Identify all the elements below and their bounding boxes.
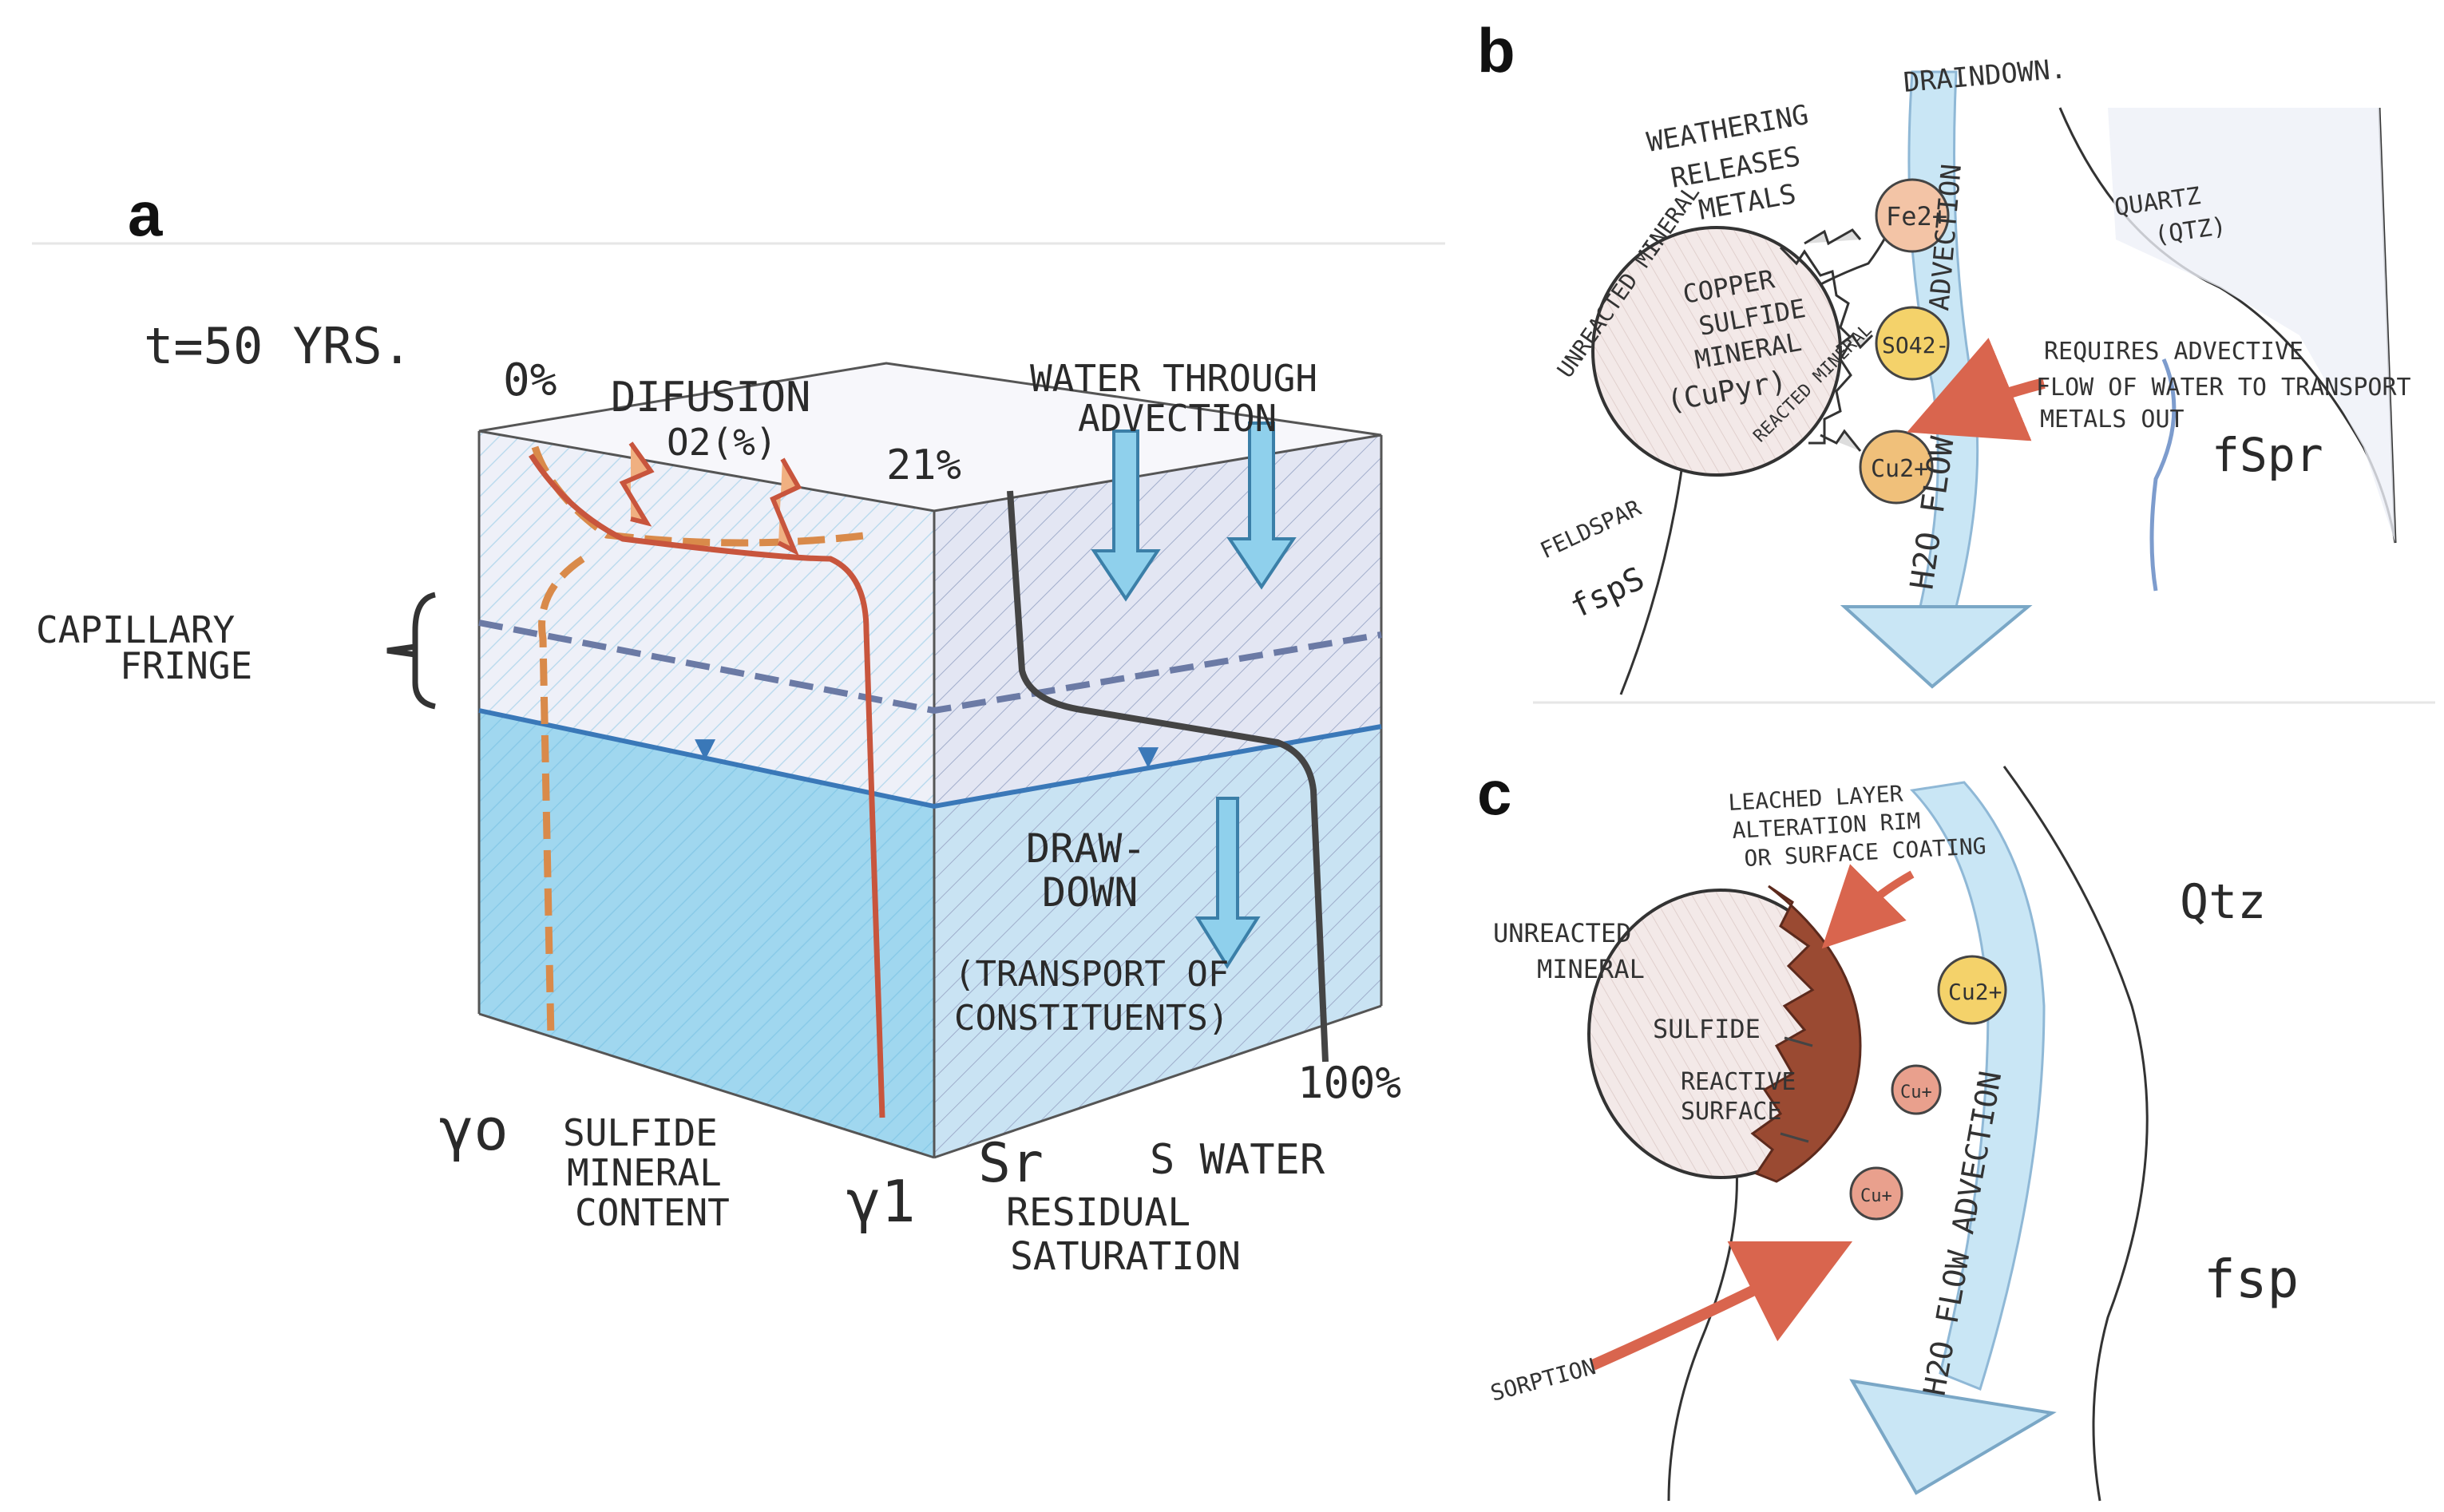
fe-ion-label: Fe2+ — [1886, 201, 1947, 232]
drawdown-arrow — [1194, 797, 1261, 969]
release-arrow-so4 — [1836, 333, 1874, 350]
diffusion-arrow-left — [619, 441, 655, 527]
qtz-label: Qtz — [2180, 874, 2266, 930]
reactive-label-1: REACTIVE — [1681, 1068, 1796, 1096]
drawdown-label-2: DOWN — [1042, 869, 1138, 916]
requires-label-2: FLOW OF WATER TO TRANSPORT — [2036, 374, 2411, 402]
sr-label: Sr — [978, 1132, 1044, 1195]
panel-a: a t=50 YRS. ▼ ▼ — [32, 179, 1445, 1279]
fsp-label: fsp — [2204, 1249, 2299, 1310]
advection-label-1: WATER THROUGH — [1030, 357, 1317, 400]
draindown-label: DRAINDOWN. — [1902, 53, 2067, 99]
feldspar-boundary-c — [1667, 1165, 1738, 1502]
advective-transport-arrow — [1907, 338, 2046, 441]
panel-b-letter: b — [1477, 15, 1515, 85]
capillary-bracket — [386, 592, 436, 710]
panel-c: c Cu2+ Cu+ Cu+ LEACHED LAYER ALTERATION … — [1477, 758, 2299, 1502]
diffusion-title: DIFUSION — [611, 374, 810, 422]
diffusion-arrow-right — [770, 457, 802, 556]
cu-ion-small-label-2: Cu+ — [1860, 1186, 1892, 1206]
gamma1-label: γ1 — [846, 1168, 916, 1235]
cu-ion-small-label-1: Cu+ — [1900, 1083, 1932, 1102]
block-right-hatch — [934, 435, 1381, 1158]
block-edges — [477, 431, 1383, 1159]
water-table-marker-right: ▼ — [1138, 740, 1159, 772]
cu-ion-small-circle-1 — [1891, 1064, 1942, 1115]
unreacted-label-c-1: UNREACTED — [1493, 918, 1631, 948]
residual-label-1: RESIDUAL — [1006, 1190, 1190, 1235]
panel-b: b Fe2+ SO42- Cu2+ DRAINDOWN. WEATHERING … — [1477, 15, 2435, 704]
pct-0-label: 0% — [503, 354, 557, 406]
diffusion-sub: O2(%) — [667, 421, 777, 464]
pct-21-label: 21% — [886, 441, 961, 489]
cu-ion-label-b: Cu2+ — [1871, 455, 1928, 483]
reactive-label-2: SURFACE — [1681, 1098, 1781, 1126]
sulfide-label-3: CONTENT — [575, 1191, 730, 1234]
feldspar-label: FELDSPAR — [1536, 494, 1645, 564]
advection-arrow-2 — [1226, 422, 1297, 590]
panel-a-letter: a — [128, 179, 163, 249]
fsps-label: fspS — [1565, 560, 1650, 626]
pct-100-label: 100% — [1297, 1058, 1401, 1108]
sulfide-label-c: SULFIDE — [1653, 1014, 1761, 1044]
capillary-label-1: CAPILLARY — [36, 608, 235, 651]
reactive-surface-pointer-2 — [1780, 1132, 1809, 1143]
fe-ion-circle — [1875, 178, 1950, 253]
h2o-flow-arrowhead-b — [1840, 605, 2033, 689]
reacted-rim-zigzag — [1779, 246, 1854, 445]
sulfide-label-2: MINERAL — [567, 1151, 722, 1194]
swater-label: S WATER — [1150, 1136, 1325, 1184]
panel-c-letter: c — [1477, 758, 1511, 828]
residual-label-2: SATURATION — [1010, 1234, 1241, 1279]
capillary-fringe-line — [478, 619, 1382, 714]
time-label: t=50 YRS. — [144, 317, 412, 375]
alteration-rim — [1750, 885, 1862, 1183]
requires-label-1: REQUIRES ADVECTIVE — [2044, 338, 2303, 366]
water-saturation-line — [1007, 490, 1329, 1063]
cu-ion-big-circle — [1937, 955, 2007, 1025]
requires-label-3: METALS OUT — [2040, 406, 2185, 433]
advection-arrows — [1091, 422, 1297, 969]
h2o-flow-band-c — [1909, 781, 2046, 1391]
qtz-boundary-c — [2002, 766, 2149, 1502]
copper-sulfide-grain-hatch — [1594, 229, 1839, 473]
cu-ion-circle-b — [1859, 429, 1934, 505]
so4-ion-label: SO42- — [1882, 332, 1949, 358]
transport-label-1: (TRANSPORT OF — [954, 954, 1229, 995]
water-table-marker-left: ▼ — [695, 732, 716, 764]
capillary-label-2: FRINGE — [120, 644, 252, 687]
cu-ion-small-circle-2 — [1849, 1166, 1903, 1221]
h2o-flow-arrowhead-c — [1849, 1379, 2057, 1495]
release-arrow-cu — [1820, 429, 1862, 452]
drawdown-label-1: DRAW- — [1026, 825, 1147, 872]
advection-label-2: ADVECTION — [1078, 397, 1277, 440]
fspr-label: fSpr — [2212, 428, 2323, 482]
reactive-surface-pointer-1 — [1784, 1036, 1813, 1047]
unreacted-label-c-2: MINERAL — [1537, 954, 1645, 984]
transport-label-2: CONSTITUENTS) — [954, 998, 1229, 1039]
gamma0-label: γo — [439, 1096, 509, 1163]
release-arrow-fe — [1804, 228, 1862, 246]
quartz-fracture-b — [2149, 358, 2177, 592]
cu-ion-big-label: Cu2+ — [1948, 979, 2002, 1005]
sorption-arrow — [1590, 1241, 1853, 1371]
block-front-hatch — [479, 431, 934, 1158]
sulfide-label-1: SULFIDE — [563, 1111, 718, 1154]
sorption-label: SORPTION — [1487, 1353, 1598, 1407]
advection-arrow-1 — [1091, 429, 1161, 602]
quartz-grain-b — [2108, 108, 2395, 543]
water-table-line — [478, 708, 1382, 809]
leached-layer-arrow — [1821, 864, 1915, 949]
oxygen-profile-line — [529, 453, 885, 1118]
